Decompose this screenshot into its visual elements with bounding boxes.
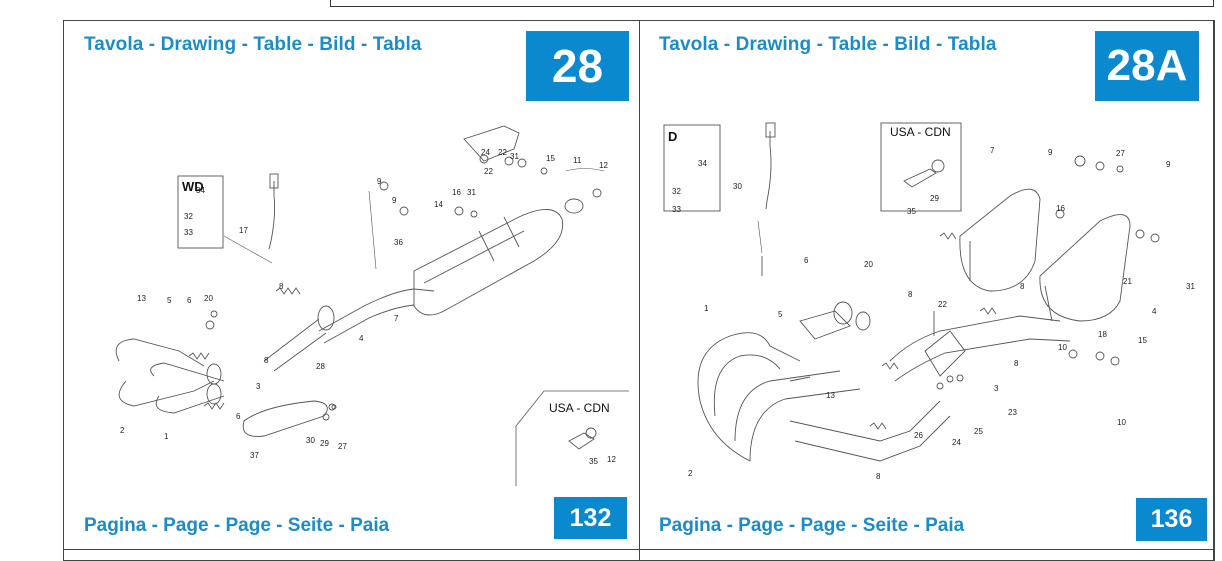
right-page-number: 136	[1136, 498, 1207, 541]
right-callout-6: 6	[804, 256, 809, 265]
right-callout-21: 21	[1123, 277, 1132, 286]
left-callout-22: 22	[498, 148, 507, 157]
right-callout-9: 9	[1166, 160, 1171, 169]
right-callout-32: 32	[672, 187, 681, 196]
left-callout-1: 1	[164, 432, 169, 441]
right-callout-10: 10	[1058, 343, 1067, 352]
right-callout-18: 18	[1098, 330, 1107, 339]
left-callout-34: 34	[196, 186, 205, 195]
left-callout-29: 29	[320, 439, 329, 448]
right-callout-8: 8	[876, 472, 881, 481]
right-callout-10: 10	[1117, 418, 1126, 427]
right-callout-31: 31	[1186, 282, 1195, 291]
left-callout-32: 32	[184, 212, 193, 221]
left-callout-31: 31	[510, 152, 519, 161]
right-callout-24: 24	[952, 438, 961, 447]
right-table-number: 28A	[1095, 31, 1199, 101]
left-usa-cdn-label: USA - CDN	[549, 401, 610, 415]
right-callout-7: 7	[990, 146, 995, 155]
right-usa-inset-box	[880, 122, 962, 212]
right-callout-34: 34	[698, 159, 707, 168]
left-callout-16: 16	[452, 188, 461, 197]
right-callout-29: 29	[930, 194, 939, 203]
left-callout-7: 7	[394, 314, 399, 323]
left-callout-11: 11	[573, 156, 582, 165]
left-callout-8: 8	[264, 356, 269, 365]
left-callout-9: 9	[377, 177, 382, 186]
right-drawing-panel: Tavola - Drawing - Table - Bild - Tabla …	[639, 20, 1214, 561]
right-callout-1: 1	[704, 304, 709, 313]
left-drawing-panel: Tavola - Drawing - Table - Bild - Tabla …	[63, 20, 640, 561]
right-page-footer: Pagina - Page - Page - Seite - Paia	[659, 515, 965, 536]
left-callout-31: 31	[467, 188, 476, 197]
left-callout-12: 12	[607, 455, 616, 464]
left-callout-33: 33	[184, 228, 193, 237]
right-callout-8: 8	[1014, 359, 1019, 368]
left-callout-5: 5	[167, 296, 172, 305]
left-callout-4: 4	[359, 334, 364, 343]
left-callout-35: 35	[589, 457, 598, 466]
left-callout-27: 27	[338, 442, 347, 451]
left-callout-14: 14	[434, 200, 443, 209]
right-edge-line	[1214, 20, 1222, 561]
right-callout-27: 27	[1116, 149, 1125, 158]
right-callout-5: 5	[778, 310, 783, 319]
right-callout-22: 22	[938, 300, 947, 309]
left-wd-inset-box	[177, 175, 224, 249]
left-callout-6: 6	[236, 412, 241, 421]
right-callout-3: 3	[994, 384, 999, 393]
left-callout-8: 8	[279, 282, 284, 291]
left-callout-6: 6	[187, 296, 192, 305]
right-callout-4: 4	[1152, 307, 1157, 316]
right-callout-16: 16	[1056, 204, 1065, 213]
right-callout-2: 2	[688, 469, 693, 478]
right-callout-26: 26	[914, 431, 923, 440]
left-callout-3: 3	[256, 382, 261, 391]
right-d-inset-box	[663, 124, 721, 212]
right-callout-8: 8	[1020, 282, 1025, 291]
left-callout-9: 9	[392, 196, 397, 205]
left-callout-15: 15	[546, 154, 555, 163]
right-callout-9: 9	[1048, 148, 1053, 157]
right-callout-13: 13	[826, 391, 835, 400]
left-wd-label: WD	[182, 179, 204, 194]
right-callout-25: 25	[974, 427, 983, 436]
right-callout-35: 35	[907, 207, 916, 216]
right-callout-33: 33	[672, 205, 681, 214]
left-page-footer: Pagina - Page - Page - Seite - Paia	[84, 515, 390, 536]
right-usa-cdn-label: USA - CDN	[890, 125, 951, 139]
right-callout-23: 23	[1008, 408, 1017, 417]
right-d-label: D	[668, 129, 677, 144]
left-callout-28: 28	[316, 362, 325, 371]
left-panel-heading: Tavola - Drawing - Table - Bild - Tabla	[84, 34, 422, 55]
left-callout-30: 30	[306, 436, 315, 445]
right-panel-heading: Tavola - Drawing - Table - Bild - Tabla	[659, 34, 997, 55]
left-callout-36: 36	[394, 238, 403, 247]
right-callout-8: 8	[908, 290, 913, 299]
right-callout-15: 15	[1138, 336, 1147, 345]
left-callout-37: 37	[250, 451, 259, 460]
left-callout-20: 20	[204, 294, 213, 303]
top-frame-line	[330, 0, 1214, 7]
left-callout-2: 2	[120, 426, 125, 435]
left-callout-17: 17	[239, 226, 248, 235]
left-table-number: 28	[526, 31, 629, 101]
left-callout-22: 22	[484, 167, 493, 176]
left-callout-12: 12	[599, 161, 608, 170]
right-callout-20: 20	[864, 260, 873, 269]
left-bottom-rule	[63, 549, 640, 550]
left-page-number: 132	[554, 497, 627, 539]
right-bottom-rule	[639, 549, 1214, 550]
right-callout-30: 30	[733, 182, 742, 191]
left-callout-24: 24	[481, 148, 490, 157]
left-callout-13: 13	[137, 294, 146, 303]
